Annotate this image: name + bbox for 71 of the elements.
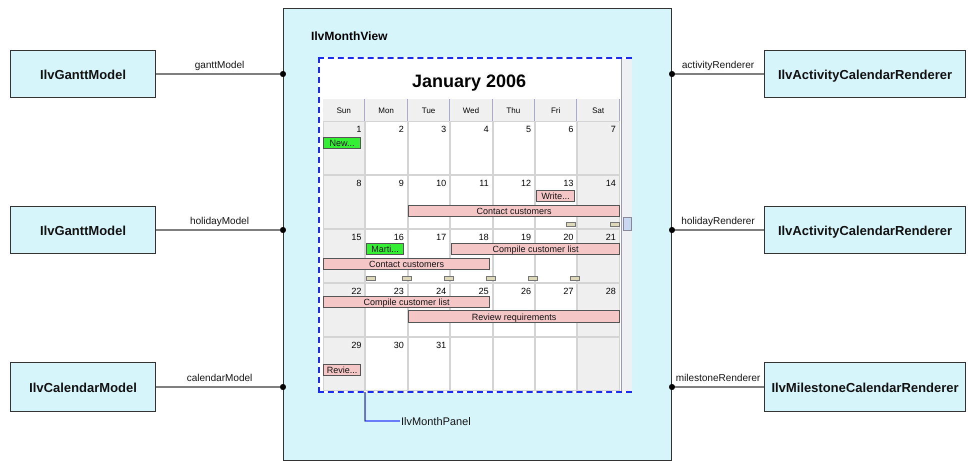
day-number: 19 xyxy=(520,232,531,242)
edge-label: holidayRenderer xyxy=(680,216,756,227)
day-number: 28 xyxy=(606,286,616,296)
day-number: 6 xyxy=(568,124,574,134)
day-number: 16 xyxy=(394,232,404,242)
component-label: IlvMonthPanel xyxy=(401,414,481,430)
weekday-header: Sat xyxy=(577,99,620,121)
connector-line xyxy=(156,384,286,390)
event-bar: Compile customer list xyxy=(323,296,490,308)
class-box: IlvMilestoneCalendarRenderer xyxy=(764,362,966,412)
edge-label: holidayModel xyxy=(189,216,250,227)
day-number: 24 xyxy=(436,286,446,296)
event-bar: Write... xyxy=(536,190,575,202)
day-number: 10 xyxy=(436,178,446,188)
day-number: 11 xyxy=(479,178,489,188)
weekday-header: Fri xyxy=(535,99,578,121)
event-bar: Contact customers xyxy=(408,205,620,217)
day-number: 20 xyxy=(563,232,574,242)
day-number: 3 xyxy=(441,124,446,134)
class-box: IlvActivityCalendarRenderer xyxy=(764,50,966,98)
connector-line xyxy=(156,227,286,233)
class-box: IlvCalendarModel xyxy=(10,362,156,412)
leader-line xyxy=(364,392,400,422)
connector-line xyxy=(669,71,764,77)
day-number: 13 xyxy=(563,178,574,188)
day-number: 1 xyxy=(356,124,362,134)
day-number: 27 xyxy=(563,286,574,296)
container-box xyxy=(283,8,672,461)
day-number: 18 xyxy=(478,232,489,242)
weekday-header: Mon xyxy=(365,99,408,121)
edge-label: ganttModel xyxy=(194,60,246,71)
weekday-header: Tue xyxy=(408,99,450,121)
class-box: IlvGanttModel xyxy=(10,50,156,98)
event-bar: Review requirements xyxy=(408,310,620,323)
class-box: IlvGanttModel xyxy=(10,206,156,254)
calendar-title: January 2006 xyxy=(410,71,528,92)
day-number: 26 xyxy=(520,286,531,296)
day-number: 22 xyxy=(351,286,362,296)
day-number: 15 xyxy=(351,232,362,242)
event-bar: Compile customer list xyxy=(451,243,620,255)
day-number: 25 xyxy=(478,286,489,296)
edge-label: calendarModel xyxy=(186,373,254,384)
day-number: 31 xyxy=(436,340,446,350)
day-number: 12 xyxy=(520,178,531,188)
day-number: 4 xyxy=(484,124,489,134)
event-bar: Contact customers xyxy=(323,258,490,270)
day-number: 17 xyxy=(436,232,446,242)
day-number: 29 xyxy=(351,340,362,350)
event-bar: Marti... xyxy=(366,243,404,255)
day-number: 30 xyxy=(394,340,404,350)
day-number: 21 xyxy=(606,232,616,242)
calendar-panel xyxy=(318,57,632,393)
day-number: 2 xyxy=(398,124,404,134)
connector-line xyxy=(669,384,764,390)
day-number: 9 xyxy=(398,178,404,188)
weekday-header: Sun xyxy=(323,99,366,121)
container-title: IlvMonthView xyxy=(311,29,388,43)
weekday-header: Thu xyxy=(492,99,535,121)
day-number: 8 xyxy=(356,178,362,188)
connector-line xyxy=(669,227,764,233)
day-number: 14 xyxy=(606,178,616,188)
edge-label: milestoneRenderer xyxy=(674,373,762,384)
event-bar: New... xyxy=(323,137,361,149)
day-number: 23 xyxy=(394,286,404,296)
weekday-header: Wed xyxy=(450,99,493,121)
day-number: 7 xyxy=(610,124,616,134)
day-number: 5 xyxy=(526,124,531,134)
connector-line xyxy=(156,71,286,77)
event-bar: Revie... xyxy=(323,364,361,376)
edge-label: activityRenderer xyxy=(680,60,756,71)
class-box: IlvActivityCalendarRenderer xyxy=(764,206,966,254)
